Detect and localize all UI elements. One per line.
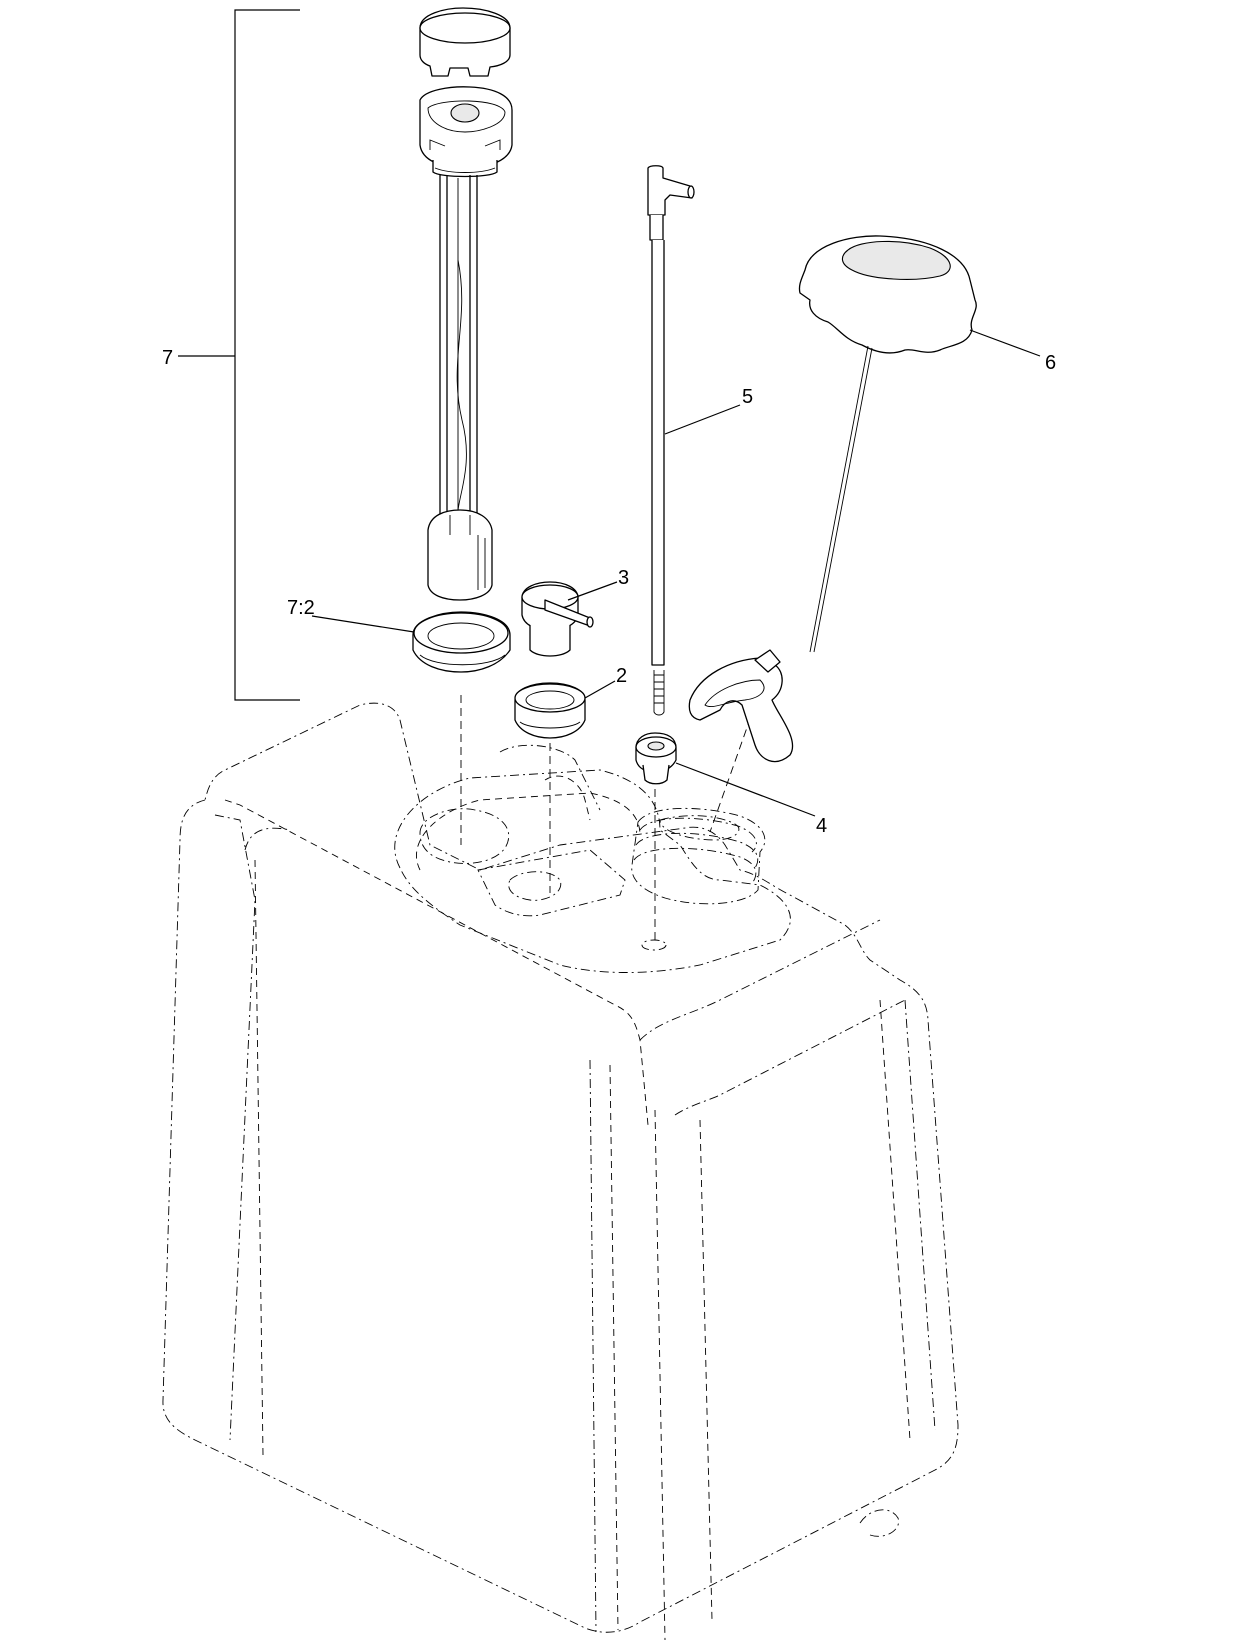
callout-labels: 7 7:2 6 5 4 3 2 bbox=[162, 347, 1056, 837]
vent-fitting bbox=[521, 581, 594, 657]
callout-item-3: 3 bbox=[618, 567, 629, 589]
filler-neck-threads bbox=[631, 807, 766, 905]
fuel-sender-assembly bbox=[419, 7, 513, 601]
callout-item-7-2: 7:2 bbox=[287, 597, 315, 619]
callout-item-2: 2 bbox=[616, 665, 627, 687]
assembly-center-lines bbox=[460, 695, 756, 945]
grommet-2 bbox=[514, 682, 586, 739]
grommet-7-2 bbox=[412, 611, 511, 673]
pickup-tube bbox=[647, 165, 695, 716]
callout-item-5: 5 bbox=[742, 386, 753, 408]
callout-item-7: 7 bbox=[162, 347, 173, 369]
callout-item-4: 4 bbox=[816, 815, 827, 837]
fuel-cap-with-tether bbox=[688, 235, 977, 763]
callout-item-6: 6 bbox=[1045, 352, 1056, 374]
fuel-tank-outline bbox=[162, 702, 959, 1641]
bushing bbox=[635, 732, 677, 785]
callout-leaders bbox=[178, 9, 1041, 817]
